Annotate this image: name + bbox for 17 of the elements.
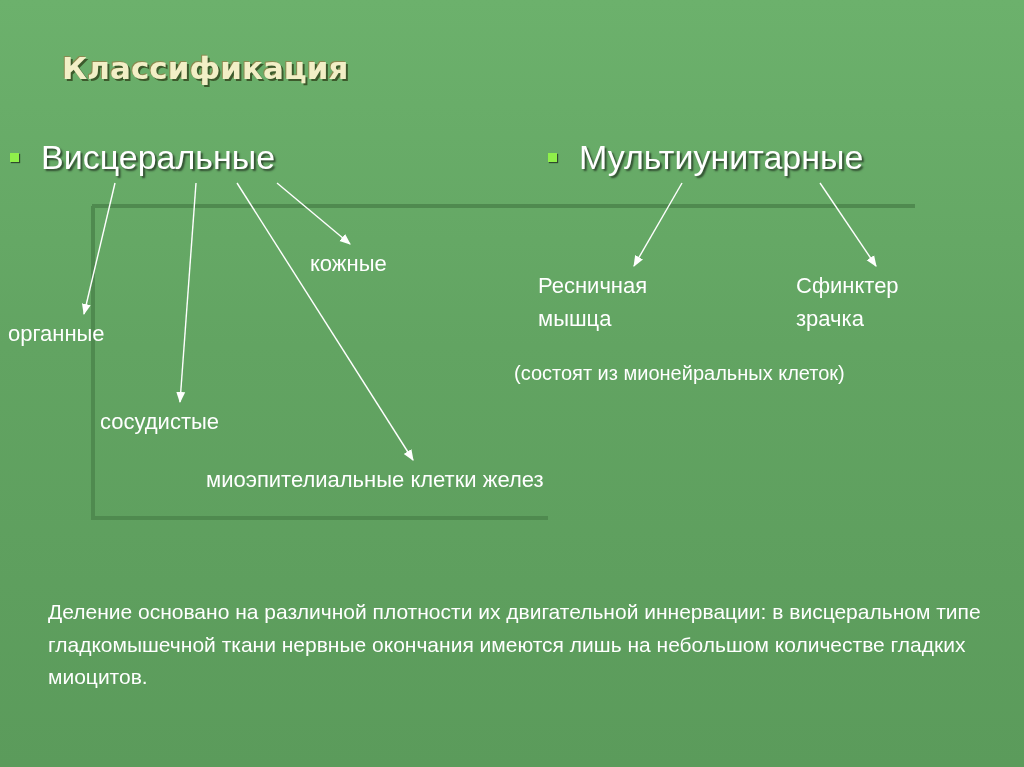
arrow: [176, 182, 197, 404]
category-item: Ресничная мышца: [538, 272, 649, 333]
arrow: [633, 182, 683, 267]
category-item: миоэпителиальные клетки желез: [206, 465, 544, 494]
slide-title: Классификация: [62, 50, 349, 86]
arrow: [276, 182, 351, 245]
category-item: Сфинктер зрачка: [796, 272, 900, 333]
category-item: сосудистые: [100, 407, 219, 436]
arrow: [819, 182, 877, 267]
arrow: [81, 182, 116, 316]
category-item: кожные: [310, 249, 387, 278]
category-heading: Мультиунитарные: [579, 136, 864, 178]
arrow: [236, 182, 414, 461]
category-item: органные: [8, 319, 105, 348]
category-heading: Висцеральные: [41, 136, 276, 178]
note-text: (состоят из мионейральных клеток): [514, 361, 846, 386]
explanation-text: Деление основано на различной плотности их двигательной иннервации: в висцеральном типе гладкомышечной ткани нервные окончания имеются лишь на небольшом количестве гладких миоцитов.: [48, 599, 982, 691]
